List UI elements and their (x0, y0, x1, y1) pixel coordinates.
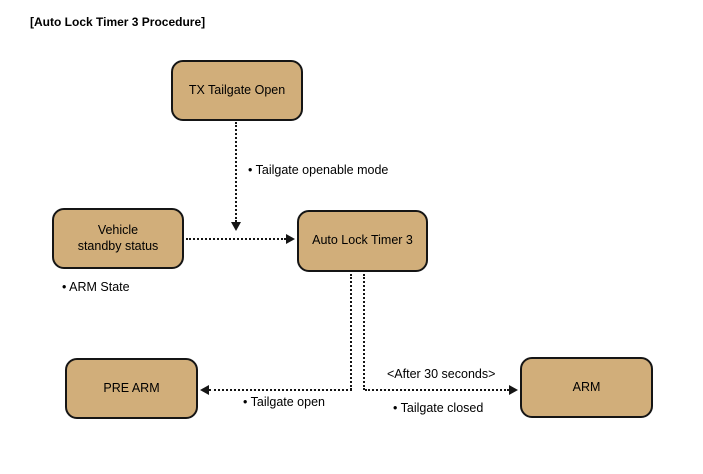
edge-label-arm-state: • ARM State (62, 280, 130, 294)
connector-timer-down-left (350, 274, 352, 390)
node-vehicle-standby-status: Vehicle standby status (52, 208, 184, 269)
node-tx-tailgate-open-label: TX Tailgate Open (188, 82, 286, 97)
node-tx-tailgate-open: TX Tailgate Open (171, 60, 303, 121)
node-auto-lock-timer-3-label: Auto Lock Timer 3 (312, 233, 413, 248)
edge-label-after-30-seconds: <After 30 seconds> (387, 367, 496, 381)
node-arm: ARM (520, 357, 653, 418)
connector-vehicle-to-timer (186, 238, 286, 240)
arrowhead-right-icon (286, 234, 295, 244)
edge-label-tailgate-openable-mode: • Tailgate openable mode (248, 163, 389, 177)
node-auto-lock-timer-3: Auto Lock Timer 3 (297, 210, 428, 272)
arrowhead-left-icon (200, 385, 209, 395)
connector-timer-to-prearm (209, 389, 352, 391)
connector-timer-down-right (363, 274, 365, 390)
diagram-title: [Auto Lock Timer 3 Procedure] (30, 15, 206, 29)
edge-label-tailgate-open: • Tailgate open (243, 395, 325, 409)
node-pre-arm-label: PRE ARM (103, 380, 160, 395)
connector-tx-to-timer-vertical (235, 122, 237, 222)
edge-label-tailgate-closed: • Tailgate closed (393, 401, 484, 415)
arrowhead-down-icon (231, 222, 241, 231)
connector-timer-to-arm (365, 389, 509, 391)
node-arm-label: ARM (572, 379, 601, 394)
node-pre-arm: PRE ARM (65, 358, 198, 419)
node-vehicle-standby-status-label: Vehicle standby status (77, 222, 159, 253)
arrowhead-right-icon (509, 385, 518, 395)
